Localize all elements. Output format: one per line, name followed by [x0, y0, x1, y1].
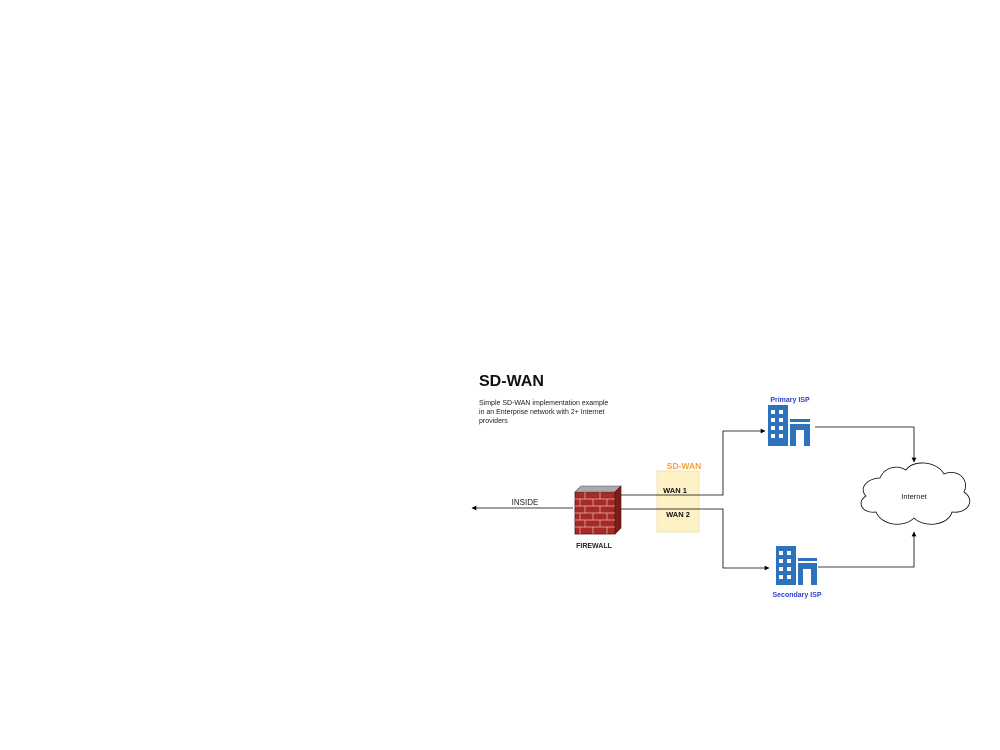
- sdwan-label: SD-WAN: [667, 461, 701, 471]
- wan1-label: WAN 1: [663, 486, 687, 495]
- sdwan-box: [656, 470, 700, 533]
- diagram-description-line-2: in an Enterprise network with 2+ Interne…: [479, 409, 605, 416]
- secondary-isp-to-internet-connector: [818, 531, 917, 568]
- secondary-isp-label: Secondary ISP: [772, 592, 821, 599]
- diagram-title: SD-WAN: [479, 373, 544, 390]
- internet-cloud-icon: [860, 462, 971, 525]
- primary-isp-to-internet-connector: [815, 426, 917, 463]
- secondary-isp-building-icon: [776, 546, 817, 585]
- firewall-icon: [574, 485, 622, 535]
- diagram-description-line-1: Simple SD-WAN implementation example: [479, 400, 608, 407]
- primary-isp-label: Primary ISP: [770, 397, 810, 404]
- firewall-label: FIREWALL: [576, 543, 612, 550]
- wan2-label: WAN 2: [666, 510, 690, 519]
- wan2-connector: [621, 508, 770, 571]
- primary-isp-building-icon: [768, 405, 810, 446]
- internet-label: Internet: [901, 492, 927, 501]
- wan1-connector: [621, 428, 766, 496]
- inside-label: INSIDE: [512, 498, 539, 507]
- diagram-description-line-3: providers: [479, 418, 508, 425]
